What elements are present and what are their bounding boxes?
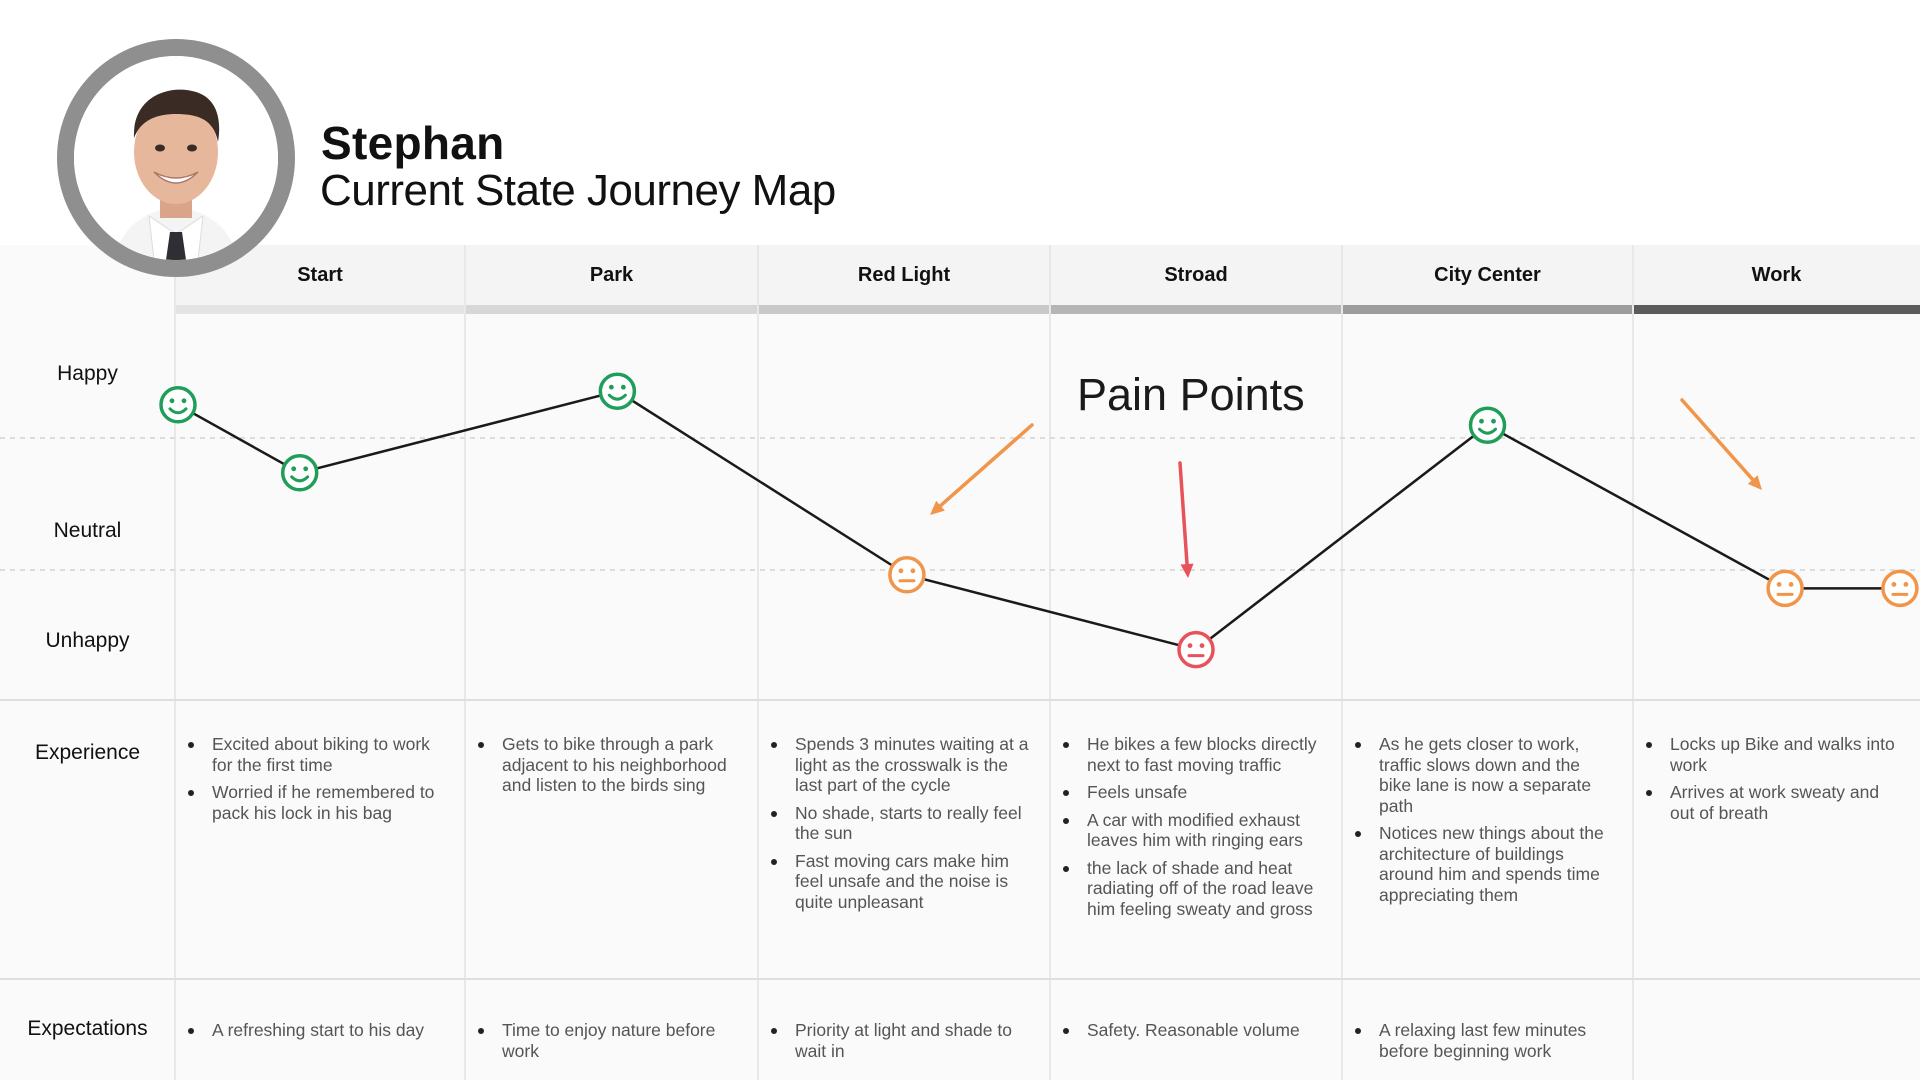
- persona-photo-icon: [74, 56, 278, 260]
- experience-cell-2: Spends 3 minutes waiting at a light as t…: [768, 734, 1030, 919]
- column-divider-1: [464, 245, 466, 1080]
- experience-cell-4: As he gets closer to work, traffic slows…: [1352, 734, 1614, 912]
- mood-line-segment: [906, 573, 1197, 651]
- row-divider-emotion: [0, 699, 1920, 701]
- column-divider-5: [1632, 245, 1634, 1080]
- happy-face-icon: [1468, 406, 1507, 444]
- experience-item: Locks up Bike and walks into work: [1646, 734, 1905, 775]
- experience-item: Arrives at work sweaty and out of breath: [1646, 782, 1905, 823]
- experience-cell-0: Excited about biking to work for the fir…: [185, 734, 447, 830]
- mood-line-segment: [177, 403, 301, 474]
- experience-item: Worried if he remembered to pack his loc…: [188, 782, 447, 823]
- mood-line-segment: [1486, 424, 1786, 590]
- neutral-face-icon: [1766, 569, 1804, 608]
- row-label-neutral: Neutral: [53, 519, 122, 542]
- experience-item: Excited about biking to work for the fir…: [188, 734, 447, 775]
- experience-item: Notices new things about the architectur…: [1355, 823, 1614, 905]
- stage-header-1: Park: [465, 245, 758, 305]
- mood-line-segment: [616, 390, 908, 576]
- stage-header-3: Stroad: [1050, 245, 1342, 305]
- stage-progress-bar-2: [758, 305, 1050, 314]
- row-divider-experience: [0, 978, 1920, 980]
- stage-progress-bar-0: [175, 305, 465, 314]
- happy-face-icon: [598, 372, 637, 410]
- expectation-cell-3: Safety. Reasonable volume: [1060, 1020, 1322, 1048]
- column-divider-4: [1341, 245, 1343, 1080]
- stage-header-4: City Center: [1342, 245, 1633, 305]
- expectation-cell-2: Priority at light and shade to wait in: [768, 1020, 1030, 1068]
- pain-points-label: Pain Points: [1077, 369, 1305, 420]
- expectation-cell-4: A relaxing last few minutes before begin…: [1352, 1020, 1614, 1068]
- expectation-cell-1: Time to enjoy nature before work: [475, 1020, 737, 1068]
- persona-avatar: [57, 39, 295, 277]
- column-divider-0: [174, 245, 176, 1080]
- stage-progress-bar-4: [1342, 305, 1633, 314]
- row-label-experience: Experience: [34, 741, 141, 764]
- neutral-face-icon: [888, 556, 926, 594]
- experience-item: Fast moving cars make him feel unsafe an…: [771, 851, 1030, 913]
- page-title: Current State Journey Map: [320, 166, 836, 215]
- column-divider-2: [757, 245, 759, 1080]
- experience-item: He bikes a few blocks directly next to f…: [1063, 734, 1322, 775]
- expectation-item: A relaxing last few minutes before begin…: [1355, 1020, 1614, 1061]
- expectation-item: Priority at light and shade to wait in: [771, 1020, 1030, 1061]
- expectation-item: Time to enjoy nature before work: [478, 1020, 737, 1061]
- expectation-cell-0: A refreshing start to his day: [185, 1020, 447, 1048]
- stage-header-5: Work: [1633, 245, 1920, 305]
- happy-face-icon: [159, 386, 197, 424]
- expectation-item: Safety. Reasonable volume: [1063, 1020, 1322, 1041]
- unhappy-face-icon: [1177, 630, 1215, 669]
- mood-line-segment: [299, 389, 618, 475]
- experience-item: No shade, starts to really feel the sun: [771, 803, 1030, 844]
- persona-name: Stephan: [321, 117, 505, 169]
- stage-progress-bar-5: [1633, 305, 1920, 314]
- stage-header-2: Red Light: [758, 245, 1050, 305]
- experience-item: As he gets closer to work, traffic slows…: [1355, 734, 1614, 816]
- neutral-face-icon: [1881, 569, 1919, 608]
- pain-point-arrow-icon: [1680, 398, 1762, 490]
- expectation-item: A refreshing start to his day: [188, 1020, 447, 1041]
- experience-item: Gets to bike through a park adjacent to …: [478, 734, 737, 796]
- row-label-happy: Happy: [57, 362, 118, 385]
- experience-cell-1: Gets to bike through a park adjacent to …: [475, 734, 737, 803]
- pain-point-arrow-icon: [930, 423, 1034, 515]
- column-divider-3: [1049, 245, 1051, 1080]
- pain-point-arrow-icon: [1178, 461, 1194, 578]
- experience-item: Feels unsafe: [1063, 782, 1322, 803]
- row-label-unhappy: Unhappy: [45, 629, 130, 652]
- row-label-expectations: Expectations: [27, 1017, 148, 1040]
- experience-item: the lack of shade and heat radiating off…: [1063, 858, 1322, 920]
- experience-item: A car with modified exhaust leaves him w…: [1063, 810, 1322, 851]
- experience-cell-3: He bikes a few blocks directly next to f…: [1060, 734, 1322, 926]
- happy-face-icon: [280, 454, 319, 492]
- mood-line-segment: [1195, 424, 1489, 651]
- stage-progress-bar-3: [1050, 305, 1342, 314]
- stage-progress-bar-1: [465, 305, 758, 314]
- experience-item: Spends 3 minutes waiting at a light as t…: [771, 734, 1029, 795]
